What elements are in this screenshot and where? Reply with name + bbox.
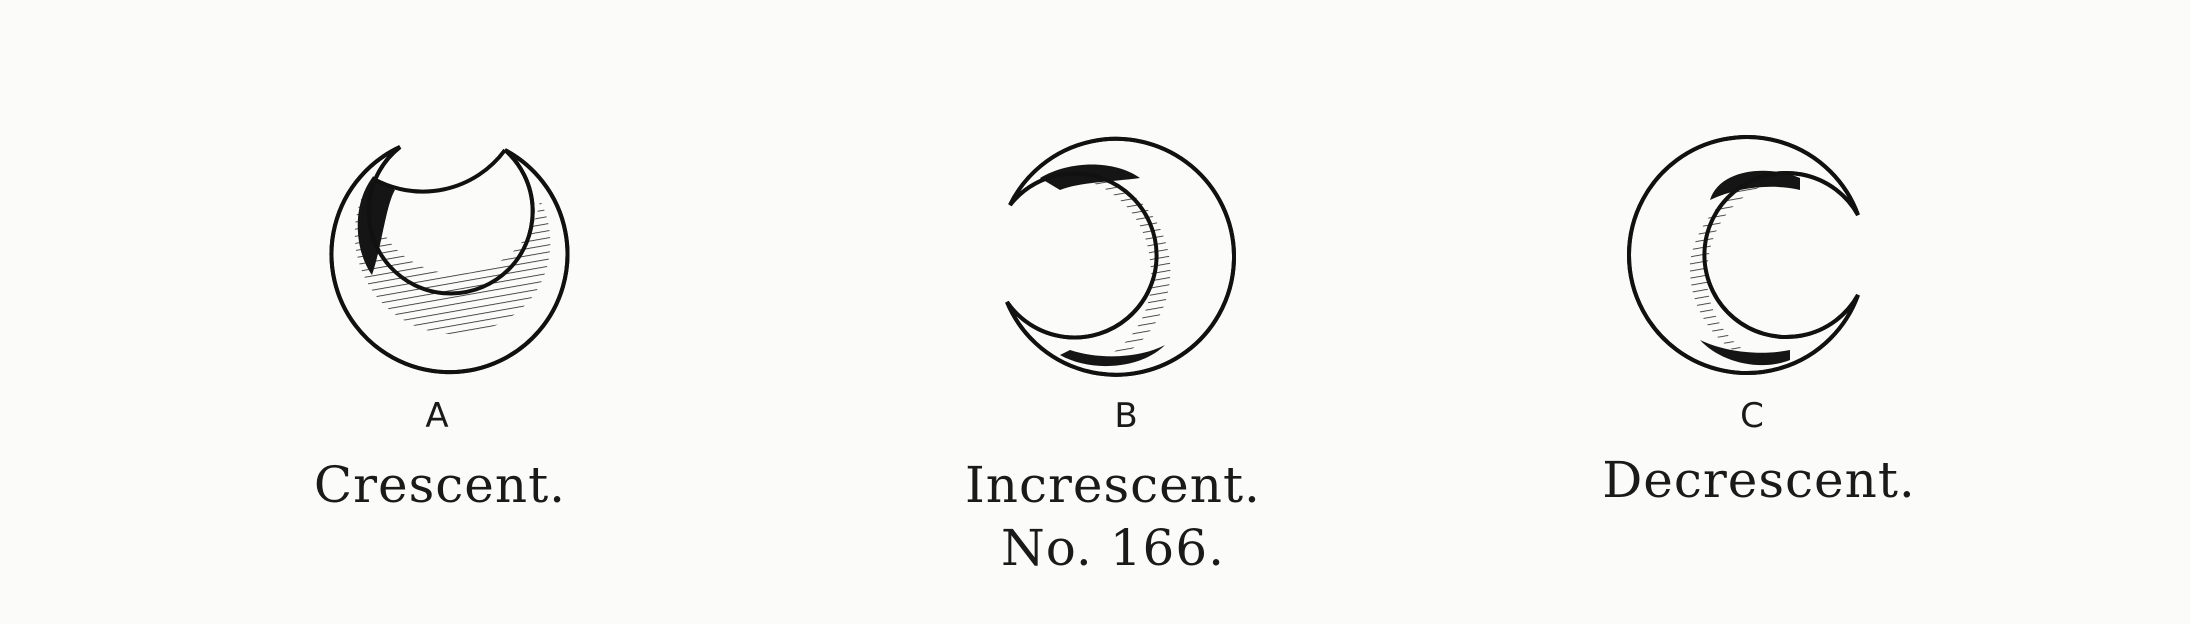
plate-number: No. 166. <box>1001 519 1225 577</box>
decrescent-icon <box>1627 135 1860 375</box>
figure-letter-b: B <box>1114 396 1137 436</box>
figure-letter-c: C <box>1740 396 1764 436</box>
figure-increscent: B Increscent. No. 166. <box>965 136 1261 577</box>
caption-decrescent: Decrescent. <box>1602 451 1916 509</box>
crescent-icon <box>329 145 570 375</box>
figure-letter-a: A <box>425 396 448 436</box>
caption-crescent: Crescent. <box>314 456 566 514</box>
figure-decrescent: C Decrescent. <box>1602 135 1916 509</box>
figure-crescent: A Crescent. <box>314 145 570 514</box>
caption-increscent: Increscent. <box>965 456 1261 514</box>
increscent-icon <box>1005 136 1237 377</box>
